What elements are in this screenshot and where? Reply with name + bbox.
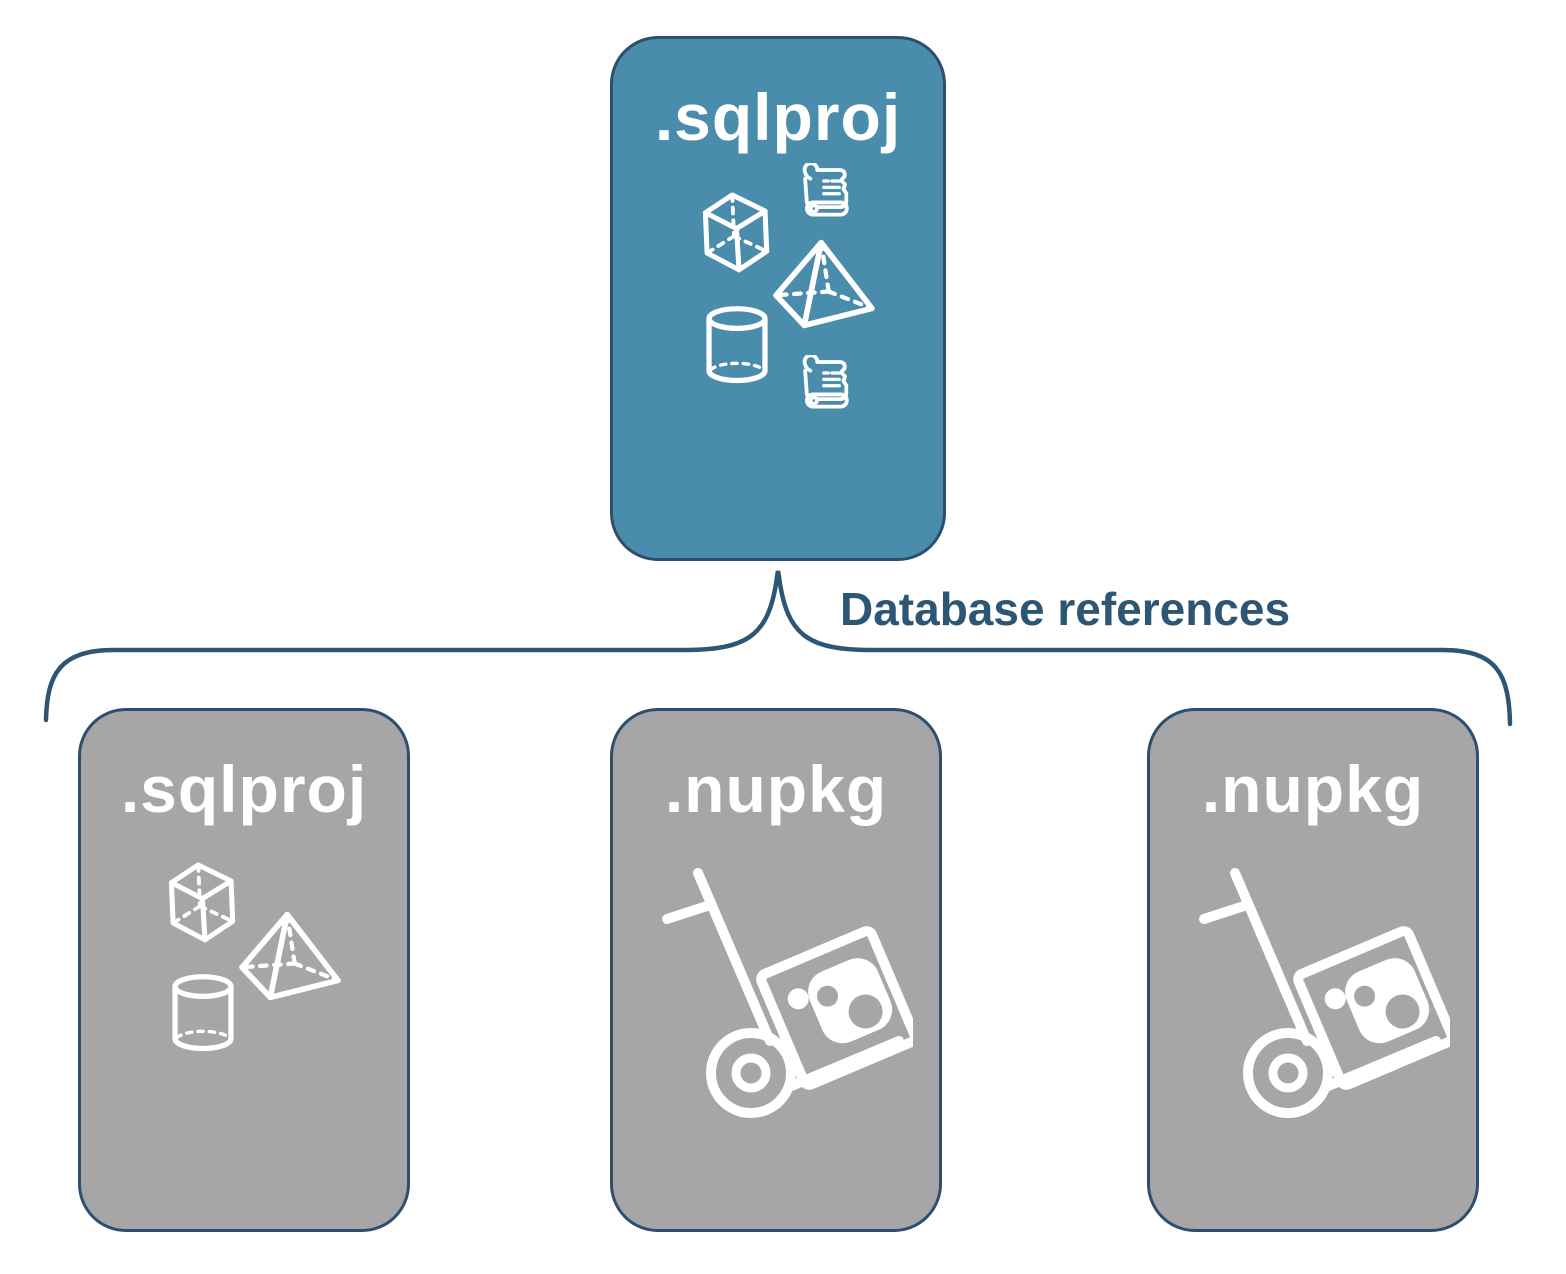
cylinder-icon <box>706 306 768 384</box>
cube-icon <box>702 192 770 273</box>
node-child-nupkg-2: .nupkg <box>1147 708 1479 1232</box>
root-node-label: .sqlproj <box>654 80 902 154</box>
pyramid-icon <box>239 911 341 1001</box>
node-root-sqlproj: .sqlproj <box>610 36 946 561</box>
cylinder-icon <box>172 974 234 1052</box>
child-node-label: .sqlproj <box>120 752 368 826</box>
edge-label: Database references <box>840 583 1291 635</box>
nuget-handtruck-icon <box>1199 868 1450 1118</box>
cube-icon <box>168 862 236 943</box>
child-node-label: .nupkg <box>664 752 888 826</box>
nuget-handtruck-icon <box>662 868 913 1118</box>
script-scroll-icon <box>802 163 849 217</box>
child-node-label: .nupkg <box>1201 752 1425 826</box>
script-scroll-icon <box>802 355 849 409</box>
node-child-sqlproj: .sqlproj <box>78 708 410 1232</box>
node-child-nupkg-1: .nupkg <box>610 708 942 1232</box>
pyramid-icon <box>773 239 875 329</box>
